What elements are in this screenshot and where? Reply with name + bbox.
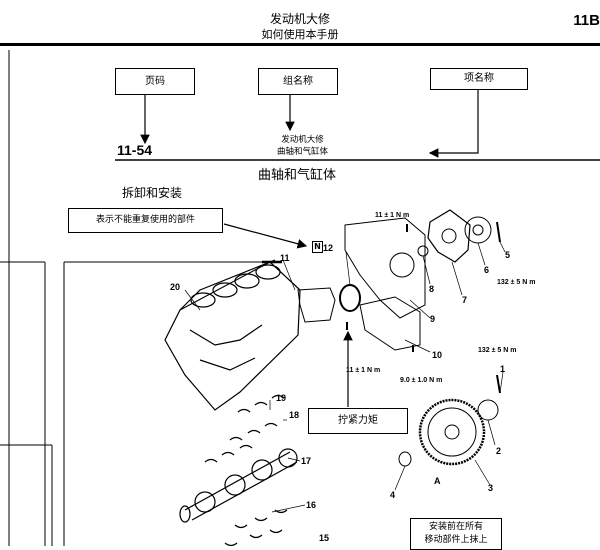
part-number-1: 1 [500,364,506,374]
header-title: 发动机大修 [269,12,330,26]
item-name-box: 项名称 [430,68,528,90]
torque-flywheel: 132 ± 5 N m [478,347,517,354]
part-number-10: 10 [432,350,443,360]
part-number-15: 15 [319,533,330,543]
crankshaft [179,448,298,523]
section-subtitle: 拆卸和安装 [122,186,183,200]
example-group-line1: 发动机大修 [281,135,324,145]
part-number-3: 3 [488,483,494,493]
bracket-plate [297,287,336,323]
pilot-bushing-4 [398,451,412,467]
rear-plate [344,217,426,319]
part-number-16: 16 [306,500,317,510]
part-label-a: A [434,476,441,486]
cylinder-block [164,259,301,411]
part-number-2: 2 [496,446,502,456]
example-page-number: 11-54 [117,142,153,158]
example-group-line2: 曲轴和气缸体 [276,147,328,157]
part-number-18: 18 [289,410,300,420]
torque-part-10: 9.0 ± 1.0 N m [400,377,443,384]
part-number-5: 5 [505,250,511,260]
header-rule [0,43,600,46]
part-number-19: 19 [276,393,287,403]
part-number-12: 12 [323,243,334,253]
oil-seal [339,284,361,312]
bolt-5 [496,221,501,243]
lower-bearings [224,509,288,546]
apply-oil-line2: 移动部件上抹上 [424,535,488,545]
section-title: 曲轴和气缸体 [258,168,337,183]
flywheel [418,398,486,466]
apply-oil-callout: 安装前在所有 移动部件上抹上 [410,518,502,550]
seal-case [359,296,421,351]
adapter-plate-7 [427,209,471,263]
group-name-box: 组名称 [258,68,338,95]
torque-callout: 拧紧力矩 [308,408,408,434]
non-reusable-callout: 表示不能重复使用的部件 [68,208,223,233]
bolt-1 [496,374,501,394]
apply-oil-line1: 安装前在所有 [428,522,483,532]
part-number-7: 7 [462,295,468,305]
header-subtitle: 如何使用本手册 [261,28,339,41]
non-reusable-marker: N [312,241,323,253]
part-number-17: 17 [301,456,312,466]
torque-lower-mid: 11 ± 1 N m [346,367,381,374]
part-number-11: 11 [280,253,290,263]
main-bearings [204,394,285,463]
leader-lines [184,241,506,513]
item-name-arrow [428,90,479,158]
part-number-4: 4 [390,490,396,500]
page-number-box: 页码 [115,68,195,95]
bushing-8 [417,245,429,257]
washer-6 [464,216,492,244]
part-number-20: 20 [170,282,181,292]
non-reusable-arrow [223,223,308,249]
torque-part-5: 132 ± 5 N m [497,279,536,286]
part-number-9: 9 [430,314,436,324]
part-number-8: 8 [429,284,435,294]
torque-top: 11 ± 1 N m [375,212,410,219]
part-number-6: 6 [484,265,490,275]
adapter-plate-2 [477,399,499,421]
page-code: 11B [573,12,600,29]
